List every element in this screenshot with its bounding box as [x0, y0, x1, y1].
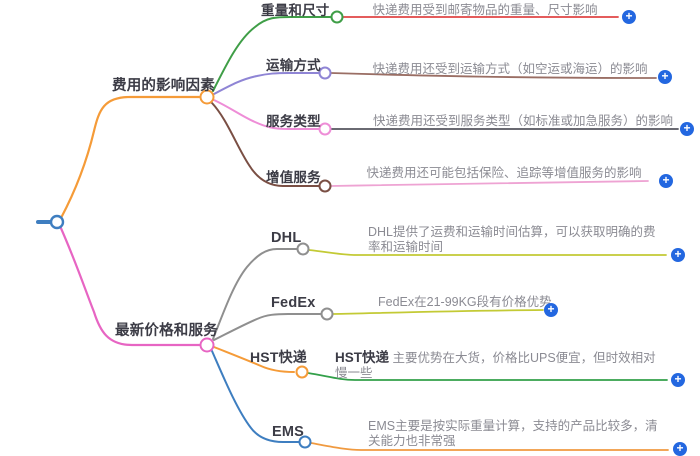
desc-addon[interactable]: 快递费用还可能包括保险、追踪等增值服务的影响 — [366, 166, 642, 180]
desc-weight[interactable]: 快递费用受到邮寄物品的重量、尺寸影响 — [372, 3, 598, 17]
connector-dhl-branch — [212, 248, 298, 340]
connector-fedex-branch — [213, 313, 322, 341]
transport-handle[interactable] — [318, 66, 332, 80]
weight-handle[interactable] — [330, 10, 344, 24]
connector-ems-desc-line — [310, 442, 669, 451]
root-handle[interactable] — [49, 214, 65, 230]
topic-factors[interactable]: 费用的影响因素 — [112, 78, 215, 94]
connector-hst-branch — [213, 346, 295, 373]
desc-service[interactable]: 快递费用还受到服务类型（如标准或加急服务）的影响 — [372, 114, 673, 128]
desc-fedex[interactable]: FedEx在21-99KG段有价格优势 — [378, 295, 552, 309]
connector-fedex-desc-line — [332, 309, 544, 315]
topic-service[interactable]: 服务类型 — [266, 114, 321, 129]
add-button-transport[interactable]: + — [658, 70, 672, 84]
topic-ems[interactable]: EMS — [272, 424, 305, 440]
add-button-service[interactable]: + — [680, 122, 694, 136]
connector-weight-branch — [212, 16, 332, 92]
fedex-handle[interactable] — [320, 307, 334, 321]
connector-hst-desc-line — [307, 372, 668, 381]
connector-prices-branch — [58, 224, 201, 347]
desc-hst-prefix: HST快递 — [335, 350, 389, 365]
connector-transport-branch — [213, 72, 320, 95]
desc-transport[interactable]: 快递费用还受到运输方式（如空运或海运）的影响 — [372, 62, 648, 76]
topic-weight[interactable]: 重量和尺寸 — [261, 3, 330, 18]
addon-handle[interactable] — [318, 179, 332, 193]
add-button-fedex[interactable]: + — [544, 303, 558, 317]
add-button-addon[interactable]: + — [659, 174, 673, 188]
desc-hst[interactable]: HST快递 主要优势在大货，价格比UPS便宜，但时效相对慢一些 — [335, 350, 667, 382]
connector-dhl-desc-line — [308, 249, 667, 256]
desc-hst-text: 主要优势在大货，价格比UPS便宜，但时效相对慢一些 — [335, 351, 656, 381]
prices-handle[interactable] — [199, 337, 215, 353]
topic-transport[interactable]: 运输方式 — [266, 58, 321, 73]
factors-handle[interactable] — [199, 89, 215, 105]
connector-transport-desc-line — [330, 72, 657, 79]
desc-ems[interactable]: EMS主要是按实际重量计算，支持的产品比较多，清关能力也非常强 — [368, 419, 658, 449]
connector-ems-branch — [211, 350, 300, 443]
add-button-dhl[interactable]: + — [671, 248, 685, 262]
connector-service-branch — [213, 99, 320, 130]
add-button-weight[interactable]: + — [622, 10, 636, 24]
add-button-hst[interactable]: + — [671, 373, 685, 387]
connector-addon-desc-line — [330, 180, 649, 187]
connector-addon-branch — [211, 102, 320, 187]
topic-fedex[interactable]: FedEx — [271, 295, 316, 311]
add-button-ems[interactable]: + — [673, 442, 687, 456]
connector-factors-branch — [59, 95, 201, 220]
topic-dhl[interactable]: DHL — [271, 230, 302, 246]
hst-handle[interactable] — [295, 365, 309, 379]
dhl-handle[interactable] — [296, 242, 310, 256]
topic-addon[interactable]: 增值服务 — [266, 170, 321, 185]
topic-hst[interactable]: HST快递 — [250, 349, 307, 365]
desc-dhl[interactable]: DHL提供了运费和运输时间估算，可以获取明确的费率和运输时间 — [368, 225, 656, 255]
service-handle[interactable] — [318, 122, 332, 136]
ems-handle[interactable] — [298, 435, 312, 449]
topic-prices[interactable]: 最新价格和服务 — [115, 323, 218, 339]
